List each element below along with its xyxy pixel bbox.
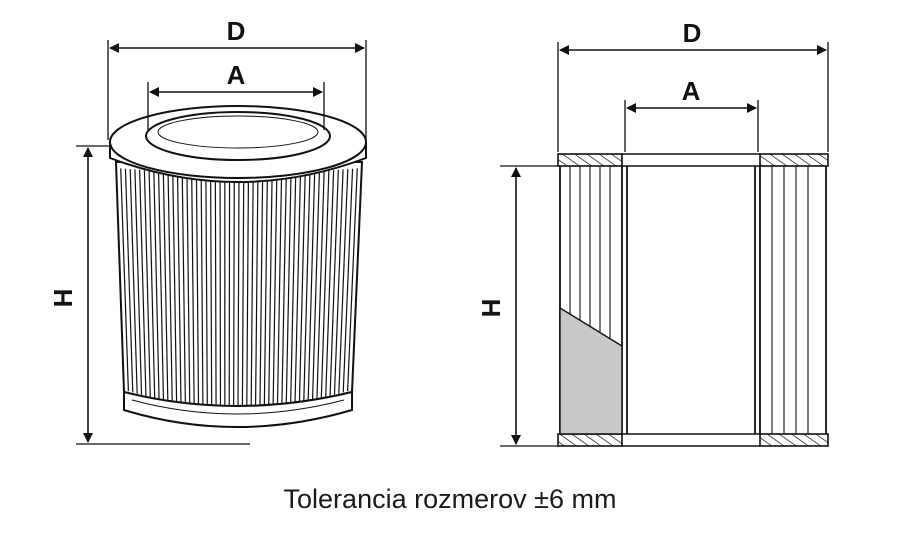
pleat-line <box>285 172 292 406</box>
bottom-ring <box>123 390 353 428</box>
right-wall-pleats <box>771 166 809 434</box>
pleat-line <box>329 169 339 396</box>
pleat-line <box>250 173 254 410</box>
pleat-line <box>139 169 147 396</box>
pleat-line <box>246 173 250 410</box>
pleat-line <box>316 170 325 400</box>
pleat-line <box>272 173 278 408</box>
pleat-line <box>241 173 245 410</box>
pleat-line <box>195 173 200 408</box>
bottom-end-cap-left <box>557 433 623 447</box>
pleat-line <box>281 172 287 407</box>
pleat-line <box>134 169 143 395</box>
right-dimension-d: D <box>557 18 829 152</box>
right-dimension-a: A <box>624 76 759 152</box>
pleat-line <box>120 168 129 392</box>
pleat-line <box>342 168 354 393</box>
filter-3d-view <box>109 105 367 428</box>
top-end-cap-left <box>557 153 623 167</box>
pleat-line <box>124 168 134 393</box>
pleat-line <box>237 173 240 411</box>
pleat-line <box>214 173 217 410</box>
top-end-cap-right <box>759 153 829 167</box>
pleat-line <box>233 173 235 410</box>
left-dimension-d: D <box>107 16 367 140</box>
pleat-line <box>294 172 302 405</box>
pleat-line <box>172 171 178 404</box>
pleat-line <box>157 171 165 401</box>
pleat-line <box>254 173 259 410</box>
pleat-line <box>205 173 208 409</box>
filter-cross-section <box>557 153 829 447</box>
pleat-line <box>259 173 264 410</box>
pleat-line <box>338 169 349 394</box>
pleat-lines <box>120 168 358 411</box>
right-h-label: H <box>476 299 506 318</box>
pleat-line <box>290 172 297 405</box>
pleat-line <box>143 170 151 398</box>
left-h-label: H <box>48 289 78 308</box>
pleat-line <box>162 171 169 402</box>
right-dimension-h: H <box>476 165 558 447</box>
pleat-line <box>347 168 358 392</box>
pleat-line <box>186 172 191 406</box>
right-a-label: A <box>682 76 701 106</box>
left-d-label: D <box>227 16 246 46</box>
pleat-line <box>191 172 195 407</box>
pleat-line <box>333 169 344 395</box>
pleat-line <box>148 170 156 399</box>
pleat-line <box>303 171 311 403</box>
pleat-line <box>311 171 321 401</box>
pleat-line <box>181 172 186 405</box>
pleat-line <box>325 170 335 398</box>
pleat-line <box>210 173 213 409</box>
pleat-line <box>268 173 273 409</box>
pleat-line <box>320 170 330 399</box>
right-d-label: D <box>683 18 702 48</box>
pleat-line <box>129 169 138 394</box>
top-cap-opening <box>145 111 331 161</box>
pleat-line <box>298 171 306 404</box>
tolerance-caption: Tolerancia rozmerov ±6 mm <box>283 484 617 514</box>
left-dimension-h: H <box>48 145 250 445</box>
pleat-line <box>153 170 160 400</box>
left-dimension-a: A <box>147 60 325 130</box>
pleat-line <box>200 173 204 408</box>
pleat-line <box>276 173 283 408</box>
left-a-label: A <box>227 60 246 90</box>
section-cutaway <box>559 306 623 435</box>
pleat-line <box>167 171 173 403</box>
bottom-end-cap-right <box>759 433 829 447</box>
pleat-line <box>176 172 182 405</box>
pleat-line <box>307 171 316 402</box>
pleat-line <box>263 173 268 409</box>
